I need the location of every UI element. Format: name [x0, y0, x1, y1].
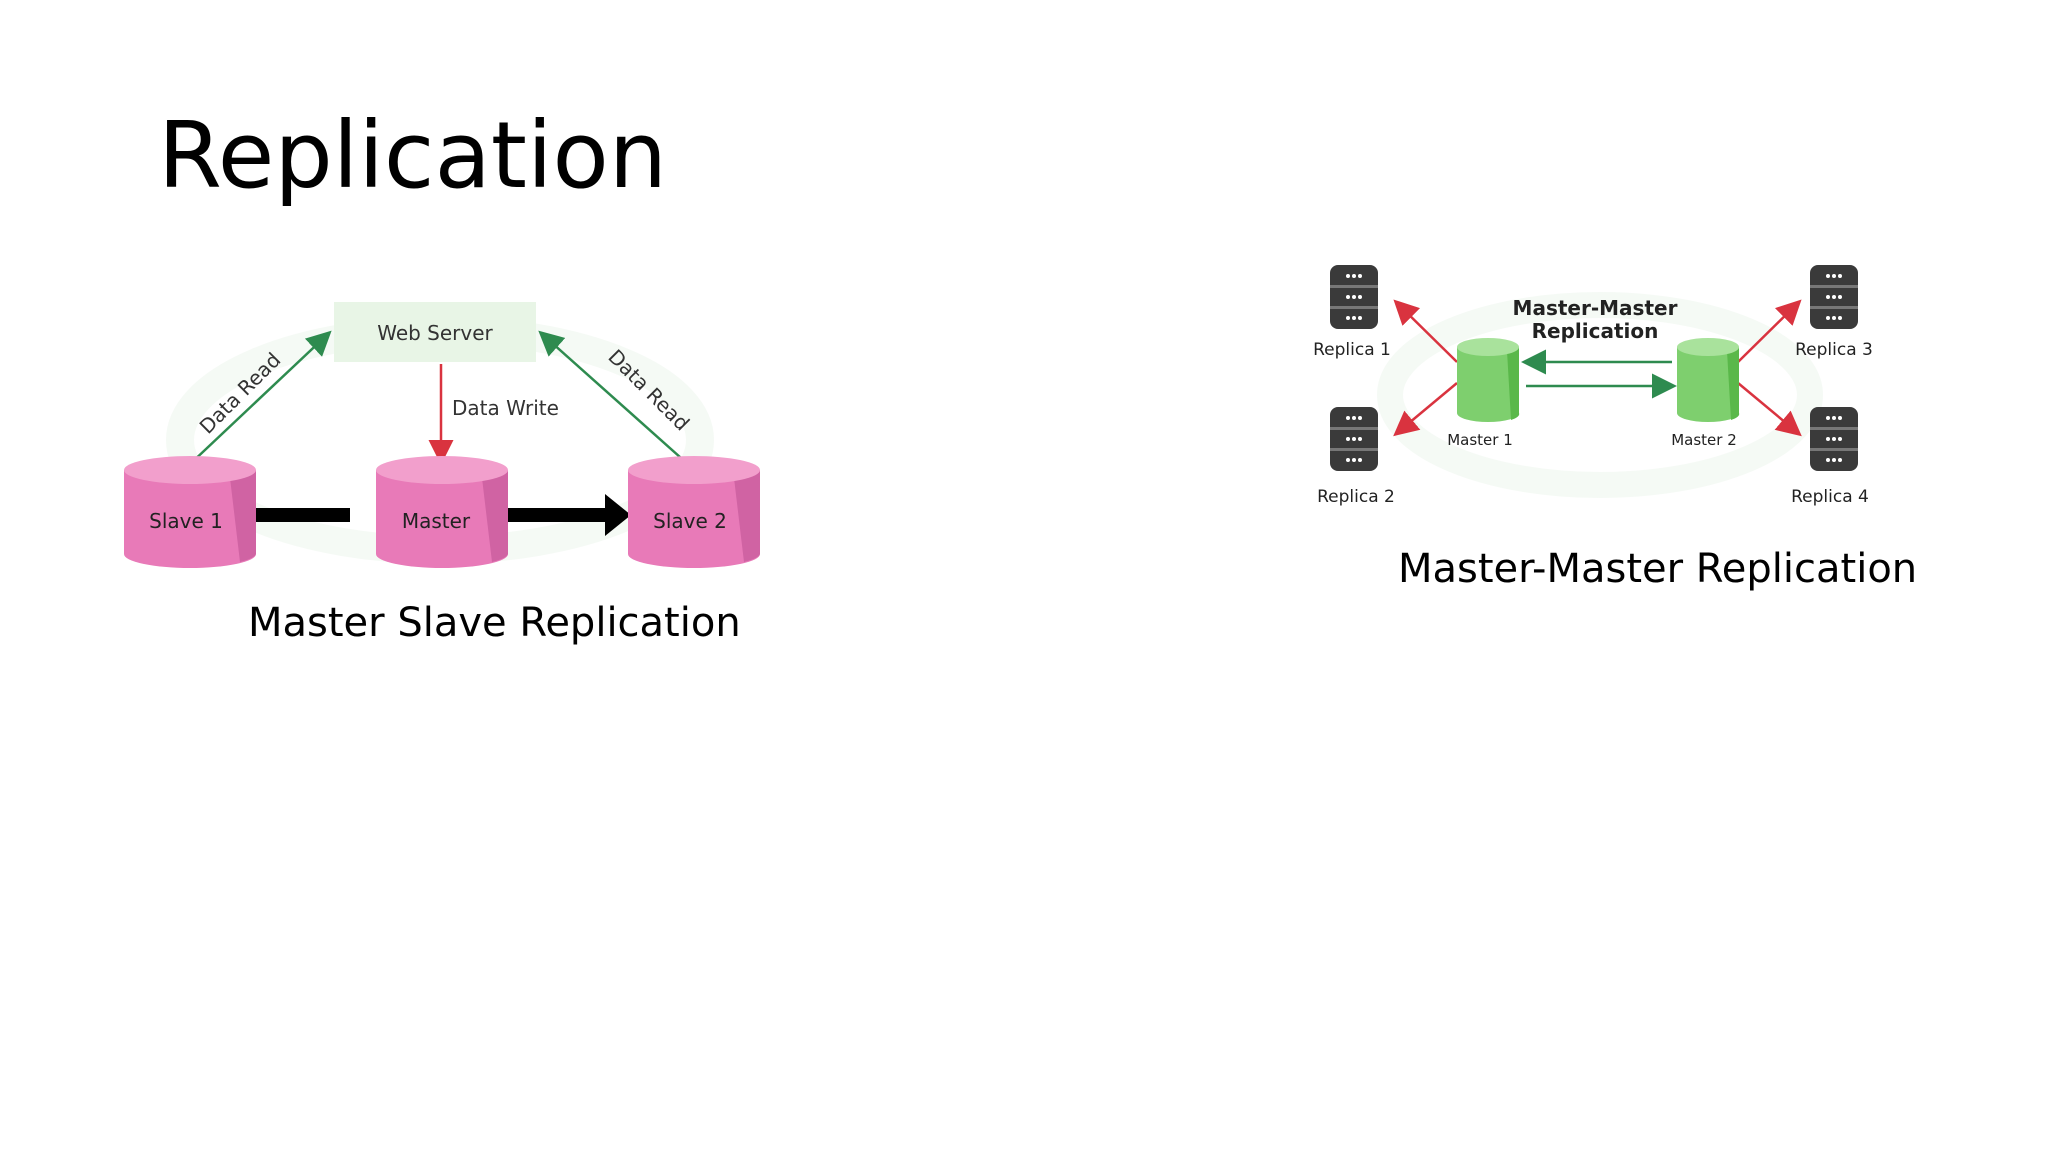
- slave2-label: Slave 2: [653, 509, 727, 533]
- master-master-diagram: Master-Master Replication Master 1 Maste…: [1290, 255, 1900, 515]
- data-write-label: Data Write: [452, 396, 559, 420]
- arrow-to-replica3: [1737, 299, 1802, 363]
- background-watermark: [1377, 292, 1823, 498]
- replication-arrow-right: [508, 494, 631, 536]
- master-master-caption: Master-Master Replication: [1398, 546, 1918, 592]
- web-server-box: Web Server: [334, 302, 536, 362]
- replica2-server-icon: [1330, 407, 1378, 471]
- replica3-server-icon: [1810, 265, 1858, 329]
- master1-label: Master 1: [1447, 431, 1513, 449]
- slide-title: Replication: [158, 102, 668, 209]
- master-slave-diagram: Web Server Data Read Data Read Data Writ…: [110, 290, 770, 580]
- slave2-db-icon: Slave 2: [628, 456, 760, 568]
- web-server-label: Web Server: [377, 321, 493, 345]
- data-read-arrow-left: [187, 330, 332, 467]
- replica4-server-icon: [1810, 407, 1858, 471]
- replica3-label: Replica 3: [1795, 340, 1873, 360]
- replica1-label: Replica 1: [1313, 340, 1391, 360]
- master-label: Master: [402, 509, 471, 533]
- master1-db-icon: Master 1: [1447, 338, 1520, 449]
- data-read-arrow-right: [538, 330, 691, 467]
- slave1-db-icon: Slave 1: [124, 456, 256, 568]
- arrow-to-replica1: [1393, 299, 1458, 363]
- master-db-icon: Master: [376, 456, 508, 568]
- arrow-to-replica2: [1393, 382, 1458, 437]
- arrow-to-replica4: [1737, 382, 1802, 437]
- replica1-server-icon: [1330, 265, 1378, 329]
- replica4-label: Replica 4: [1791, 487, 1869, 507]
- replica2-label: Replica 2: [1317, 487, 1395, 507]
- master-slave-caption: Master Slave Replication: [248, 600, 741, 646]
- slave1-label: Slave 1: [149, 509, 223, 533]
- master2-db-icon: Master 2: [1671, 338, 1740, 449]
- mm-heading-line2: Replication: [1532, 319, 1659, 343]
- master2-label: Master 2: [1671, 431, 1737, 449]
- mm-heading-line1: Master-Master: [1513, 296, 1678, 320]
